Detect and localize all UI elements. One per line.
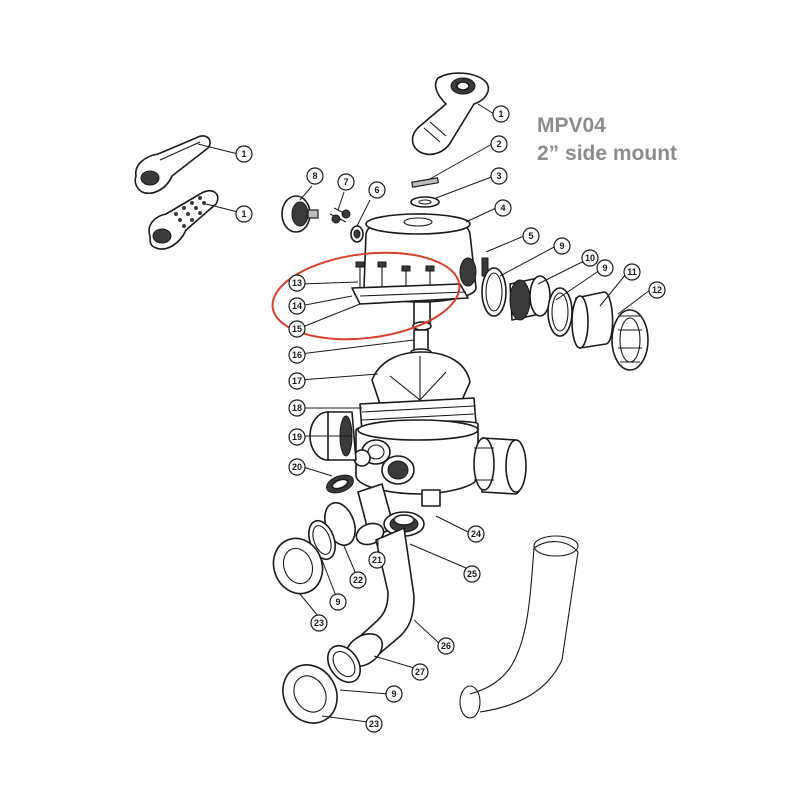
callout: 20 bbox=[288, 458, 306, 476]
model-title: MPV04 bbox=[537, 114, 606, 137]
svg-text:9: 9 bbox=[559, 241, 564, 251]
highlight-ellipse bbox=[271, 251, 461, 341]
svg-text:1: 1 bbox=[241, 149, 246, 159]
leader-lines bbox=[197, 103, 651, 723]
svg-text:24: 24 bbox=[471, 529, 481, 539]
callout-bubbles: 1 1 1 2 3 4 5 6 7 8 9 10 9 11 12 13 14 1… bbox=[235, 105, 666, 733]
callout: 9 bbox=[329, 593, 347, 611]
callout: 4 bbox=[494, 199, 512, 217]
svg-text:5: 5 bbox=[528, 231, 533, 241]
svg-text:1: 1 bbox=[241, 209, 246, 219]
callout: 9 bbox=[596, 259, 614, 277]
callout: 1 bbox=[235, 145, 253, 163]
svg-text:26: 26 bbox=[441, 641, 451, 651]
callout: 1 bbox=[492, 105, 510, 123]
svg-text:2: 2 bbox=[496, 139, 501, 149]
svg-text:11: 11 bbox=[627, 267, 637, 277]
model-subtitle: 2” side mount bbox=[537, 142, 678, 165]
svg-text:9: 9 bbox=[391, 689, 396, 699]
elbow-outline bbox=[459, 535, 579, 719]
bottom-connection bbox=[272, 474, 425, 595]
callout: 13 bbox=[288, 274, 306, 292]
callout: 11 bbox=[623, 263, 641, 281]
svg-text:1: 1 bbox=[498, 109, 503, 119]
callout: 14 bbox=[288, 297, 306, 315]
svg-text:19: 19 bbox=[292, 432, 302, 442]
svg-text:23: 23 bbox=[369, 719, 379, 729]
callout: 24 bbox=[467, 525, 485, 543]
svg-text:9: 9 bbox=[602, 263, 607, 273]
callout: 8 bbox=[306, 167, 324, 185]
handle-left-upper bbox=[134, 135, 211, 194]
elbow-pipe bbox=[282, 527, 415, 724]
handle-top bbox=[411, 72, 490, 156]
svg-text:20: 20 bbox=[292, 462, 302, 472]
valve-cover bbox=[363, 213, 477, 303]
callout: 25 bbox=[463, 565, 481, 583]
callout: 26 bbox=[437, 637, 455, 655]
callout: 7 bbox=[337, 173, 355, 191]
svg-text:17: 17 bbox=[292, 376, 302, 386]
callout: 19 bbox=[288, 428, 306, 446]
svg-text:23: 23 bbox=[314, 618, 324, 628]
callout: 18 bbox=[288, 399, 306, 417]
callout: 21 bbox=[368, 551, 386, 569]
callout: 5 bbox=[522, 227, 540, 245]
svg-text:10: 10 bbox=[585, 253, 595, 263]
knob bbox=[281, 195, 319, 233]
callout: 3 bbox=[490, 167, 508, 185]
callout: 15 bbox=[288, 320, 306, 338]
springs bbox=[329, 207, 351, 224]
svg-text:13: 13 bbox=[292, 278, 302, 288]
callout: 27 bbox=[411, 663, 429, 681]
svg-text:16: 16 bbox=[292, 350, 302, 360]
svg-text:22: 22 bbox=[353, 575, 363, 585]
callout: 10 bbox=[581, 249, 599, 267]
cover-screws bbox=[355, 261, 435, 292]
svg-text:21: 21 bbox=[372, 555, 382, 565]
svg-text:3: 3 bbox=[496, 171, 501, 181]
callout: 16 bbox=[288, 346, 306, 364]
rotor-spider bbox=[371, 351, 471, 405]
svg-text:14: 14 bbox=[292, 301, 302, 311]
svg-text:27: 27 bbox=[415, 667, 425, 677]
seal bbox=[350, 225, 364, 243]
callout: 6 bbox=[368, 181, 386, 199]
svg-text:25: 25 bbox=[467, 569, 477, 579]
callout: 2 bbox=[490, 135, 508, 153]
callout: 23 bbox=[310, 614, 328, 632]
callout: 9 bbox=[553, 237, 571, 255]
svg-text:9: 9 bbox=[335, 597, 340, 607]
svg-text:12: 12 bbox=[652, 285, 662, 295]
side-connection bbox=[481, 257, 649, 371]
svg-text:18: 18 bbox=[292, 403, 302, 413]
svg-text:15: 15 bbox=[292, 324, 302, 334]
callout: 23 bbox=[365, 715, 383, 733]
handle-left-lower bbox=[148, 189, 219, 250]
callout: 22 bbox=[349, 571, 367, 589]
svg-text:6: 6 bbox=[374, 185, 379, 195]
valve-body bbox=[309, 397, 527, 507]
svg-text:8: 8 bbox=[312, 171, 317, 181]
callout: 1 bbox=[235, 205, 253, 223]
callout: 9 bbox=[385, 685, 403, 703]
callout: 17 bbox=[288, 372, 306, 390]
callout: 12 bbox=[648, 281, 666, 299]
pin bbox=[411, 177, 440, 188]
svg-text:7: 7 bbox=[343, 177, 348, 187]
svg-text:4: 4 bbox=[500, 203, 505, 213]
washer bbox=[410, 196, 440, 208]
